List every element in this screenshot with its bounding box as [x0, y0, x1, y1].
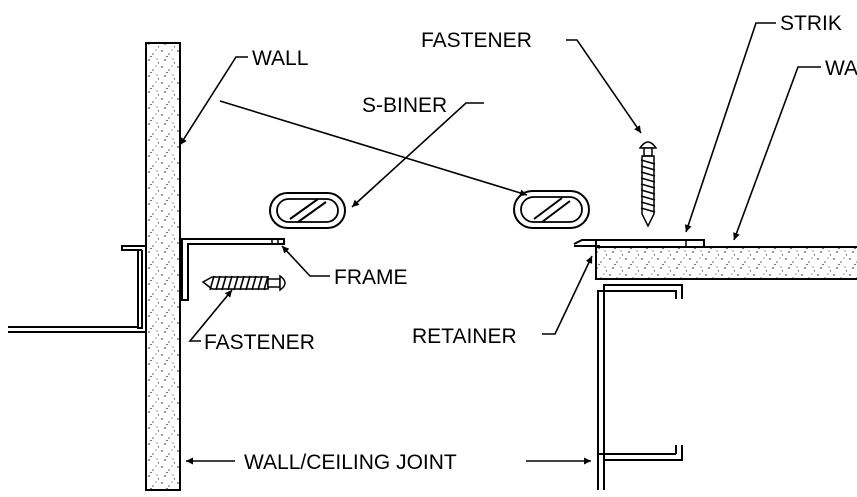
label-wall-ceiling-joint: WALL/CEILING JOINT: [244, 451, 457, 474]
label-fastener-bottom: FASTENER: [204, 331, 315, 354]
label-wall-right: WA: [825, 57, 857, 80]
label-wall-left: WALL: [252, 47, 308, 70]
left-wall: [145, 42, 181, 491]
label-frame: FRAME: [334, 266, 408, 289]
fastener-top-screw: [638, 141, 658, 228]
frame-angle: [180, 238, 285, 301]
label-retainer: RETAINER: [412, 325, 517, 348]
strike-and-retainer: [573, 239, 705, 270]
label-s-biner: S-BINER: [362, 94, 447, 117]
s-biner-right: [513, 190, 590, 229]
leader-lines: [179, 22, 821, 465]
ceiling-slab: [595, 246, 857, 280]
s-biner-left: [269, 192, 346, 229]
wall-stud-track: [8, 245, 146, 333]
fastener-bottom-screw: [201, 274, 286, 292]
label-fastener-top: FASTENER: [421, 29, 532, 52]
ceiling-c-channel: [597, 284, 683, 490]
label-strike: STRIK: [780, 12, 842, 35]
